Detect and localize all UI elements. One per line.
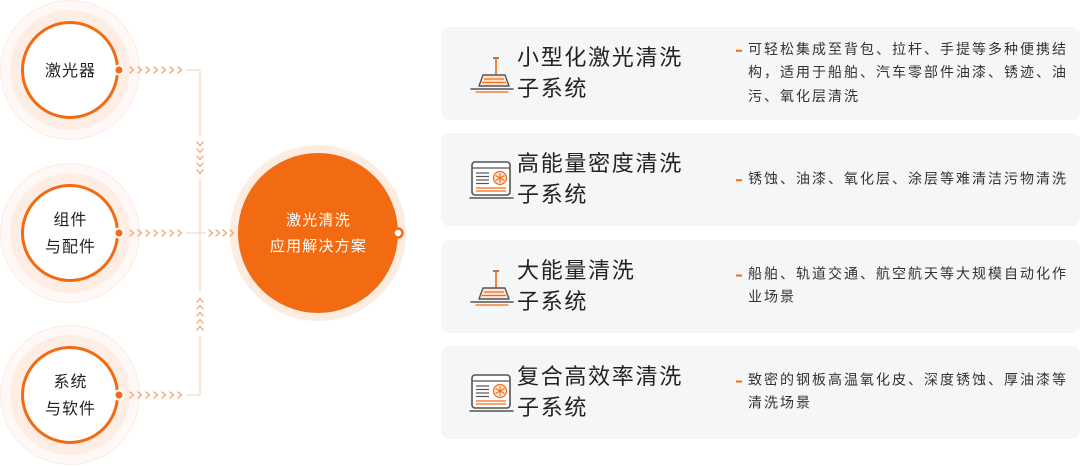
- laser-head-icon: [469, 267, 515, 307]
- chevron-up-icon: [196, 304, 204, 310]
- chevron-right-icon: [215, 229, 221, 237]
- chevron-right-icon: [153, 66, 159, 74]
- card-title-line: 高能量密度清洗: [517, 151, 683, 177]
- card-description: 可轻松集成至背包、拉杆、手提等多种便携结构，适用于船舶、汽车零部件油漆、锈迹、油…: [748, 41, 1068, 105]
- chevron-right-icon: [169, 391, 175, 399]
- card-description: 锈蚀、油漆、氧化层、涂层等难清洁污物清洗: [748, 170, 1068, 187]
- card-title-line: 子系统: [517, 76, 589, 102]
- node-circle: 系统 与软件: [21, 346, 119, 444]
- chevron-right-icon: [177, 229, 183, 237]
- hub-label: 应用解决方案: [269, 237, 368, 255]
- card-description-block: 可轻松集成至背包、拉杆、手提等多种便携结构，适用于船舶、汽车零部件油漆、锈迹、油…: [735, 38, 1072, 109]
- card-title-line: 大能量清洗: [517, 258, 636, 284]
- cleaning-machine-icon: [469, 373, 515, 413]
- chevron-right-icon: [222, 229, 228, 237]
- card-description-block: 致密的钢板高温氧化皮、深度锈蚀、厚油漆等清洗场景: [735, 369, 1072, 416]
- cleaning-machine-icon: [469, 160, 515, 200]
- card-description-block: 船舶、轨道交通、航空航天等大规模自动化作业场景: [735, 263, 1072, 310]
- subsystem-card: 复合高效率清洗 子系统 致密的钢板高温氧化皮、深度锈蚀、厚油漆等清洗场景: [441, 346, 1080, 439]
- chevron-right-icon: [208, 229, 214, 237]
- bullet-dash: [736, 380, 742, 382]
- chevron-right-icon: [177, 391, 183, 399]
- subsystem-card: 大能量清洗 子系统 船舶、轨道交通、航空航天等大规模自动化作业场景: [441, 240, 1080, 333]
- source-node-label: 组件: [53, 210, 88, 229]
- node-circle: 组件 与配件: [21, 184, 119, 282]
- chevron-up-icon: [196, 325, 204, 331]
- chevron-right-icon: [161, 66, 167, 74]
- source-node-label: 激光器: [44, 60, 96, 80]
- chevron-right-icon: [169, 66, 175, 74]
- subsystem-card: 小型化激光清洗 子系统 可轻松集成至背包、拉杆、手提等多种便携结构，适用于船舶、…: [441, 27, 1080, 120]
- laser-head-icon: [469, 54, 515, 94]
- hub-node: 激光清洗 应用解决方案: [230, 145, 406, 321]
- chevron-down-icon: [196, 169, 204, 175]
- chevron-down-icon: [196, 155, 204, 161]
- chevron-right-icon: [161, 391, 167, 399]
- chevron-up-icon: [196, 311, 204, 317]
- card-description: 致密的钢板高温氧化皮、深度锈蚀、厚油漆等清洗场景: [748, 372, 1068, 412]
- source-node-laser: 激光器: [0, 0, 140, 140]
- card-title-line: 子系统: [517, 395, 589, 421]
- bullet-dash: [736, 178, 742, 181]
- chevron-down-icon: [196, 141, 204, 147]
- card-title: 高能量密度清洗 子系统: [517, 149, 717, 211]
- card-title: 小型化激光清洗 子系统: [517, 43, 717, 105]
- bullet-dash: [736, 49, 742, 52]
- chevron-right-icon: [161, 229, 167, 237]
- source-node-components: 组件 与配件: [0, 163, 140, 303]
- hub-label: 激光清洗: [286, 211, 351, 229]
- chevron-right-icon: [145, 229, 151, 237]
- chevron-right-icon: [145, 66, 151, 74]
- source-node-label: 与配件: [44, 237, 96, 256]
- card-description: 船舶、轨道交通、航空航天等大规模自动化作业场景: [748, 266, 1068, 306]
- node-circle: 激光器: [21, 21, 119, 119]
- card-title-line: 复合高效率清洗: [517, 364, 683, 390]
- card-description-block: 锈蚀、油漆、氧化层、涂层等难清洁污物清洗: [735, 168, 1072, 192]
- chevron-up-icon: [196, 318, 204, 324]
- chevron-right-icon: [177, 66, 183, 74]
- card-title-line: 小型化激光清洗: [517, 45, 683, 71]
- source-node-label: 系统: [53, 372, 88, 391]
- chevron-right-icon: [145, 391, 151, 399]
- card-title-line: 子系统: [517, 182, 589, 208]
- chevron-right-icon: [169, 229, 175, 237]
- chevron-right-icon: [153, 391, 159, 399]
- source-node-software: 系统 与软件: [0, 325, 140, 465]
- card-title-line: 子系统: [517, 289, 589, 315]
- chevron-up-icon: [196, 297, 204, 303]
- chevron-down-icon: [196, 148, 204, 154]
- hub-circle: 激光清洗 应用解决方案: [238, 153, 398, 313]
- bullet-dash: [736, 274, 742, 276]
- chevron-right-icon: [153, 229, 159, 237]
- subsystem-card: 高能量密度清洗 子系统 锈蚀、油漆、氧化层、涂层等难清洁污物清洗: [441, 133, 1080, 226]
- source-node-label: 与软件: [44, 399, 96, 418]
- chevron-down-icon: [196, 162, 204, 168]
- card-title: 复合高效率清洗 子系统: [517, 362, 717, 424]
- card-title: 大能量清洗 子系统: [517, 256, 717, 318]
